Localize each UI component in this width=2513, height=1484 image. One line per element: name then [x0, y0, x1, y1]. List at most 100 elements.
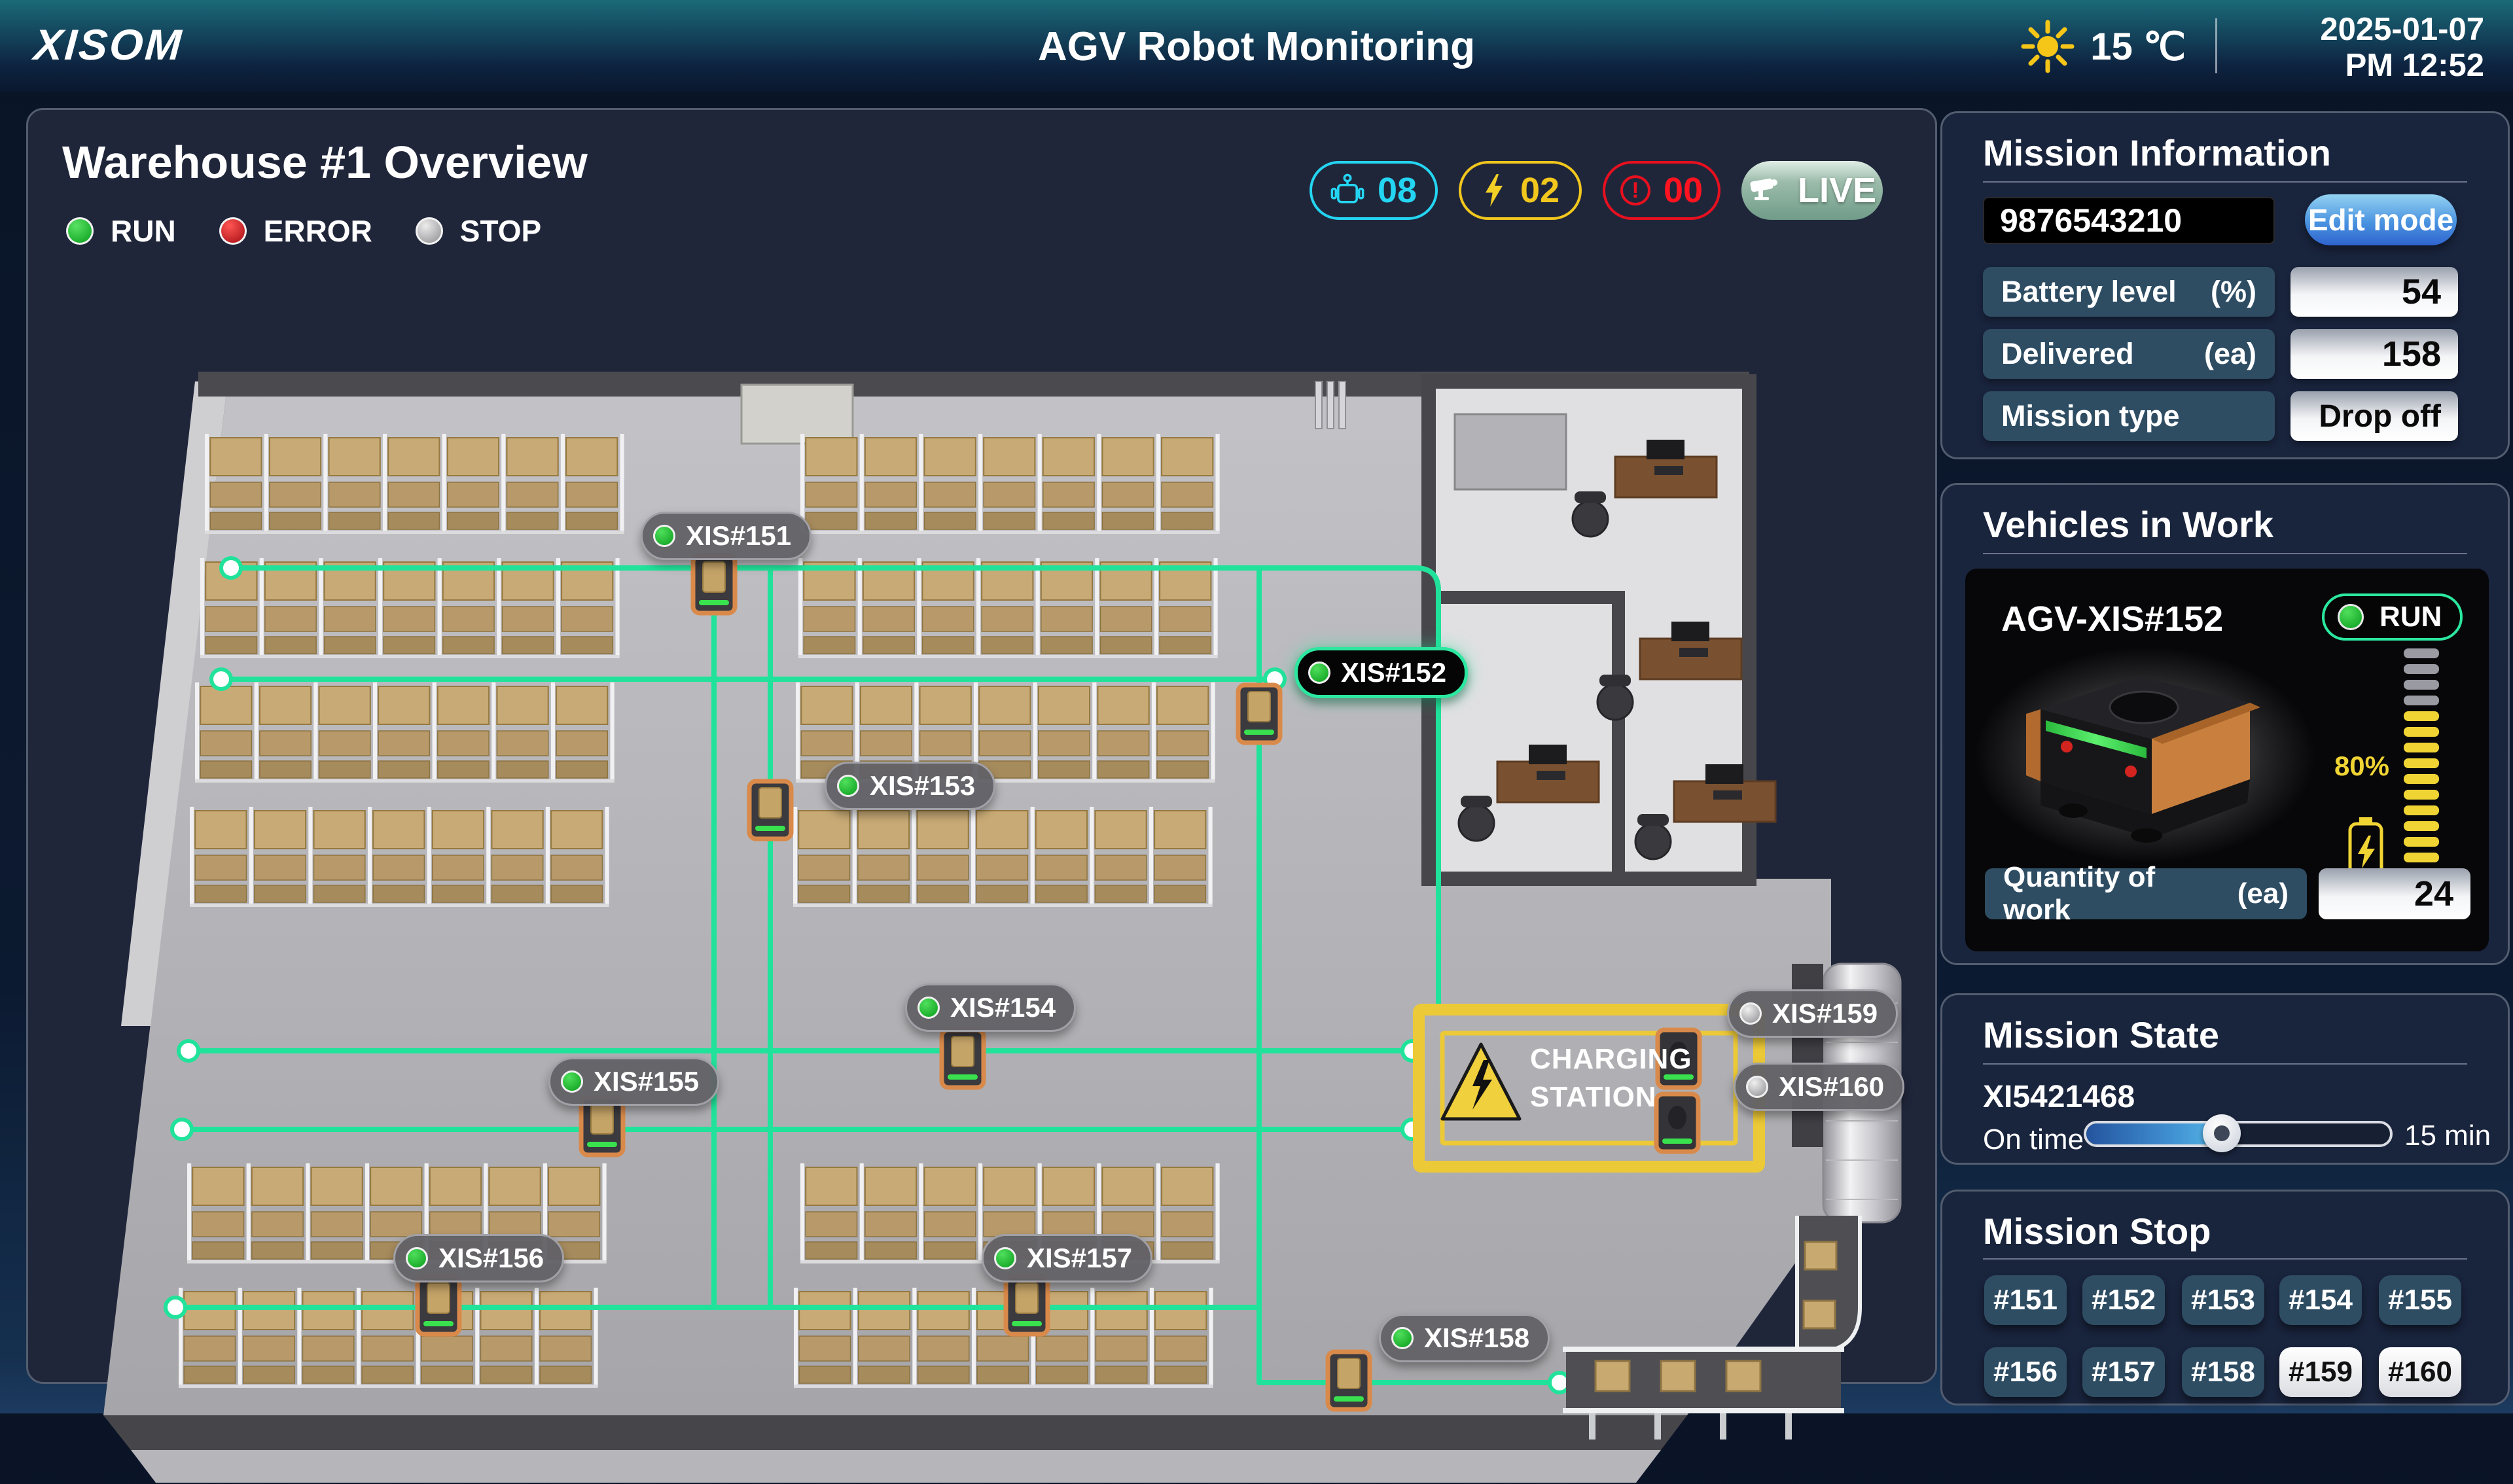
vehicle-status-badge: RUN: [2322, 593, 2463, 641]
stop-button-156[interactable]: #156: [1984, 1347, 2067, 1397]
temperature: 15 ℃: [2090, 26, 2186, 68]
quantity-of-work-value: 24: [2319, 868, 2470, 919]
sun-icon: [2021, 20, 2075, 73]
mission-state-panel: Mission State XI5421468 On time 15 min: [1940, 993, 2510, 1165]
mission-id-input[interactable]: [1983, 197, 2275, 244]
agv-label-xis155[interactable]: XIS#155: [548, 1057, 720, 1106]
agv-label-xis152[interactable]: XIS#152: [1294, 647, 1469, 698]
stop-button-154[interactable]: #154: [2279, 1275, 2362, 1325]
robot-count: 08: [1377, 171, 1417, 210]
delivered-value: 158: [2290, 329, 2458, 379]
mission-code: XI5421468: [1983, 1080, 2135, 1114]
time: PM 12:52: [2345, 47, 2484, 83]
quantity-of-work-label: Quantity of work (ea): [1985, 861, 2307, 926]
vehicles-in-work-panel: Vehicles in Work AGV-XIS#152 RUN: [1940, 483, 2510, 965]
legend-stop: STOP: [415, 213, 541, 249]
live-label: LIVE: [1797, 171, 1877, 210]
agv-robot-152: [1238, 685, 1280, 743]
status-dot-icon: [1746, 1076, 1768, 1098]
battery-level-value: 54: [2290, 267, 2458, 317]
page-title: AGV Robot Monitoring: [1037, 24, 1476, 69]
legend-error: ERROR: [219, 213, 372, 249]
status-dot-icon: [561, 1070, 583, 1093]
agv-robot-155: [581, 1097, 623, 1155]
warehouse-overview-panel: Warehouse #1 Overview RUN ERROR STOP 08 …: [26, 108, 1937, 1483]
battery-percent: 80%: [2334, 751, 2389, 781]
mission-state-title: Mission State: [1983, 1014, 2219, 1055]
charging-station-label: CHARGING STATION: [1530, 1043, 1692, 1114]
divider: [1983, 1258, 2467, 1260]
status-dot-icon: [994, 1247, 1016, 1269]
cctv-icon: [1750, 178, 1777, 200]
slider-thumb[interactable]: [2203, 1114, 2241, 1152]
agv-photo: [1975, 647, 2315, 863]
agv-label-xis158[interactable]: XIS#158: [1379, 1314, 1550, 1362]
alert-icon: [1620, 175, 1650, 205]
agv-label-xis156[interactable]: XIS#156: [393, 1234, 565, 1282]
warehouse-map-canvas: [103, 372, 1902, 1483]
date: 2025-01-07: [2320, 12, 2484, 47]
stop-button-160[interactable]: #160: [2379, 1347, 2461, 1397]
status-dot-icon: [653, 525, 675, 547]
stop-button-152[interactable]: #152: [2082, 1275, 2165, 1325]
agv-label-xis151[interactable]: XIS#151: [641, 512, 812, 560]
slider-fill: [2086, 1123, 2223, 1144]
divider: [1983, 553, 2467, 554]
live-button[interactable]: LIVE: [1741, 161, 1883, 220]
office-cabinet: [1453, 413, 1567, 491]
vehicle-name: AGV-XIS#152: [2001, 599, 2224, 639]
duration-label: 15 min: [2404, 1120, 2491, 1152]
warehouse-title: Warehouse #1 Overview: [62, 137, 588, 188]
vehicle-card[interactable]: AGV-XIS#152 RUN: [1965, 569, 2489, 951]
mission-information-title: Mission Information: [1983, 132, 2331, 173]
legend-run: RUN: [66, 213, 176, 249]
mission-type-label: Mission type: [1983, 391, 2275, 441]
status-dot-icon: [1308, 662, 1330, 684]
charging-count-badge[interactable]: 02: [1459, 161, 1582, 220]
stop-button-158[interactable]: #158: [2182, 1347, 2264, 1397]
mission-information-panel: Mission Information Edit mode Battery le…: [1940, 111, 2510, 459]
divider: [1983, 181, 2467, 183]
ceiling-vent: [740, 383, 854, 445]
top-bar: XISOM AGV Robot Monitoring 15 ℃ 2025-01-…: [0, 0, 2513, 92]
stop-button-153[interactable]: #153: [2182, 1275, 2264, 1325]
status-dot-icon: [406, 1247, 428, 1269]
edit-mode-button[interactable]: Edit mode: [2305, 194, 2457, 245]
error-count: 00: [1663, 171, 1703, 210]
agv-label-xis160[interactable]: XIS#160: [1734, 1063, 1905, 1111]
stop-button-155[interactable]: #155: [2379, 1275, 2461, 1325]
agv-robot-157: [1006, 1277, 1048, 1334]
run-dot-icon: [2338, 604, 2364, 630]
agv-label-xis154[interactable]: XIS#154: [905, 983, 1077, 1032]
agv-robot-158: [1328, 1352, 1370, 1409]
error-count-badge[interactable]: 00: [1603, 161, 1720, 220]
stop-button-151[interactable]: #151: [1984, 1275, 2067, 1325]
robot-count-badge[interactable]: 08: [1310, 161, 1438, 220]
wall-pipes: [1315, 381, 1346, 429]
lightning-icon: [1485, 174, 1503, 207]
office-area: [1421, 374, 1777, 886]
status-dot-icon: [1739, 1002, 1762, 1025]
stop-button-159[interactable]: #159: [2279, 1347, 2362, 1397]
agv-robot-154: [942, 1030, 984, 1087]
topbar-divider: [2215, 18, 2217, 73]
charging-count: 02: [1520, 171, 1560, 210]
status-dot-icon: [918, 997, 940, 1019]
agv-label-xis153[interactable]: XIS#153: [825, 762, 996, 810]
agv-label-xis159[interactable]: XIS#159: [1727, 989, 1898, 1038]
stop-button-157[interactable]: #157: [2082, 1347, 2165, 1397]
mission-type-value: Drop off: [2290, 391, 2458, 441]
vehicles-in-work-title: Vehicles in Work: [1983, 504, 2274, 545]
error-dot-icon: [219, 217, 247, 245]
agv-label-xis157[interactable]: XIS#157: [982, 1234, 1153, 1282]
datetime: 2025-01-07 PM 12:52: [2320, 12, 2484, 84]
robot-icon: [1330, 173, 1364, 203]
run-dot-icon: [66, 217, 94, 245]
conveyor-boxes: [1594, 1241, 1838, 1392]
warehouse-map: CHARGING STATION XIS#151 XIS#152 XIS#153…: [90, 372, 1916, 1484]
weather-widget: 15 ℃: [2020, 18, 2186, 75]
mission-stop-panel: Mission Stop #151 #152 #153 #154 #155 #1…: [1940, 1190, 2510, 1405]
progress-label: On time: [1983, 1123, 2084, 1156]
battery-level-label: Battery level (%): [1983, 267, 2275, 317]
agv-robot-156: [418, 1277, 459, 1334]
